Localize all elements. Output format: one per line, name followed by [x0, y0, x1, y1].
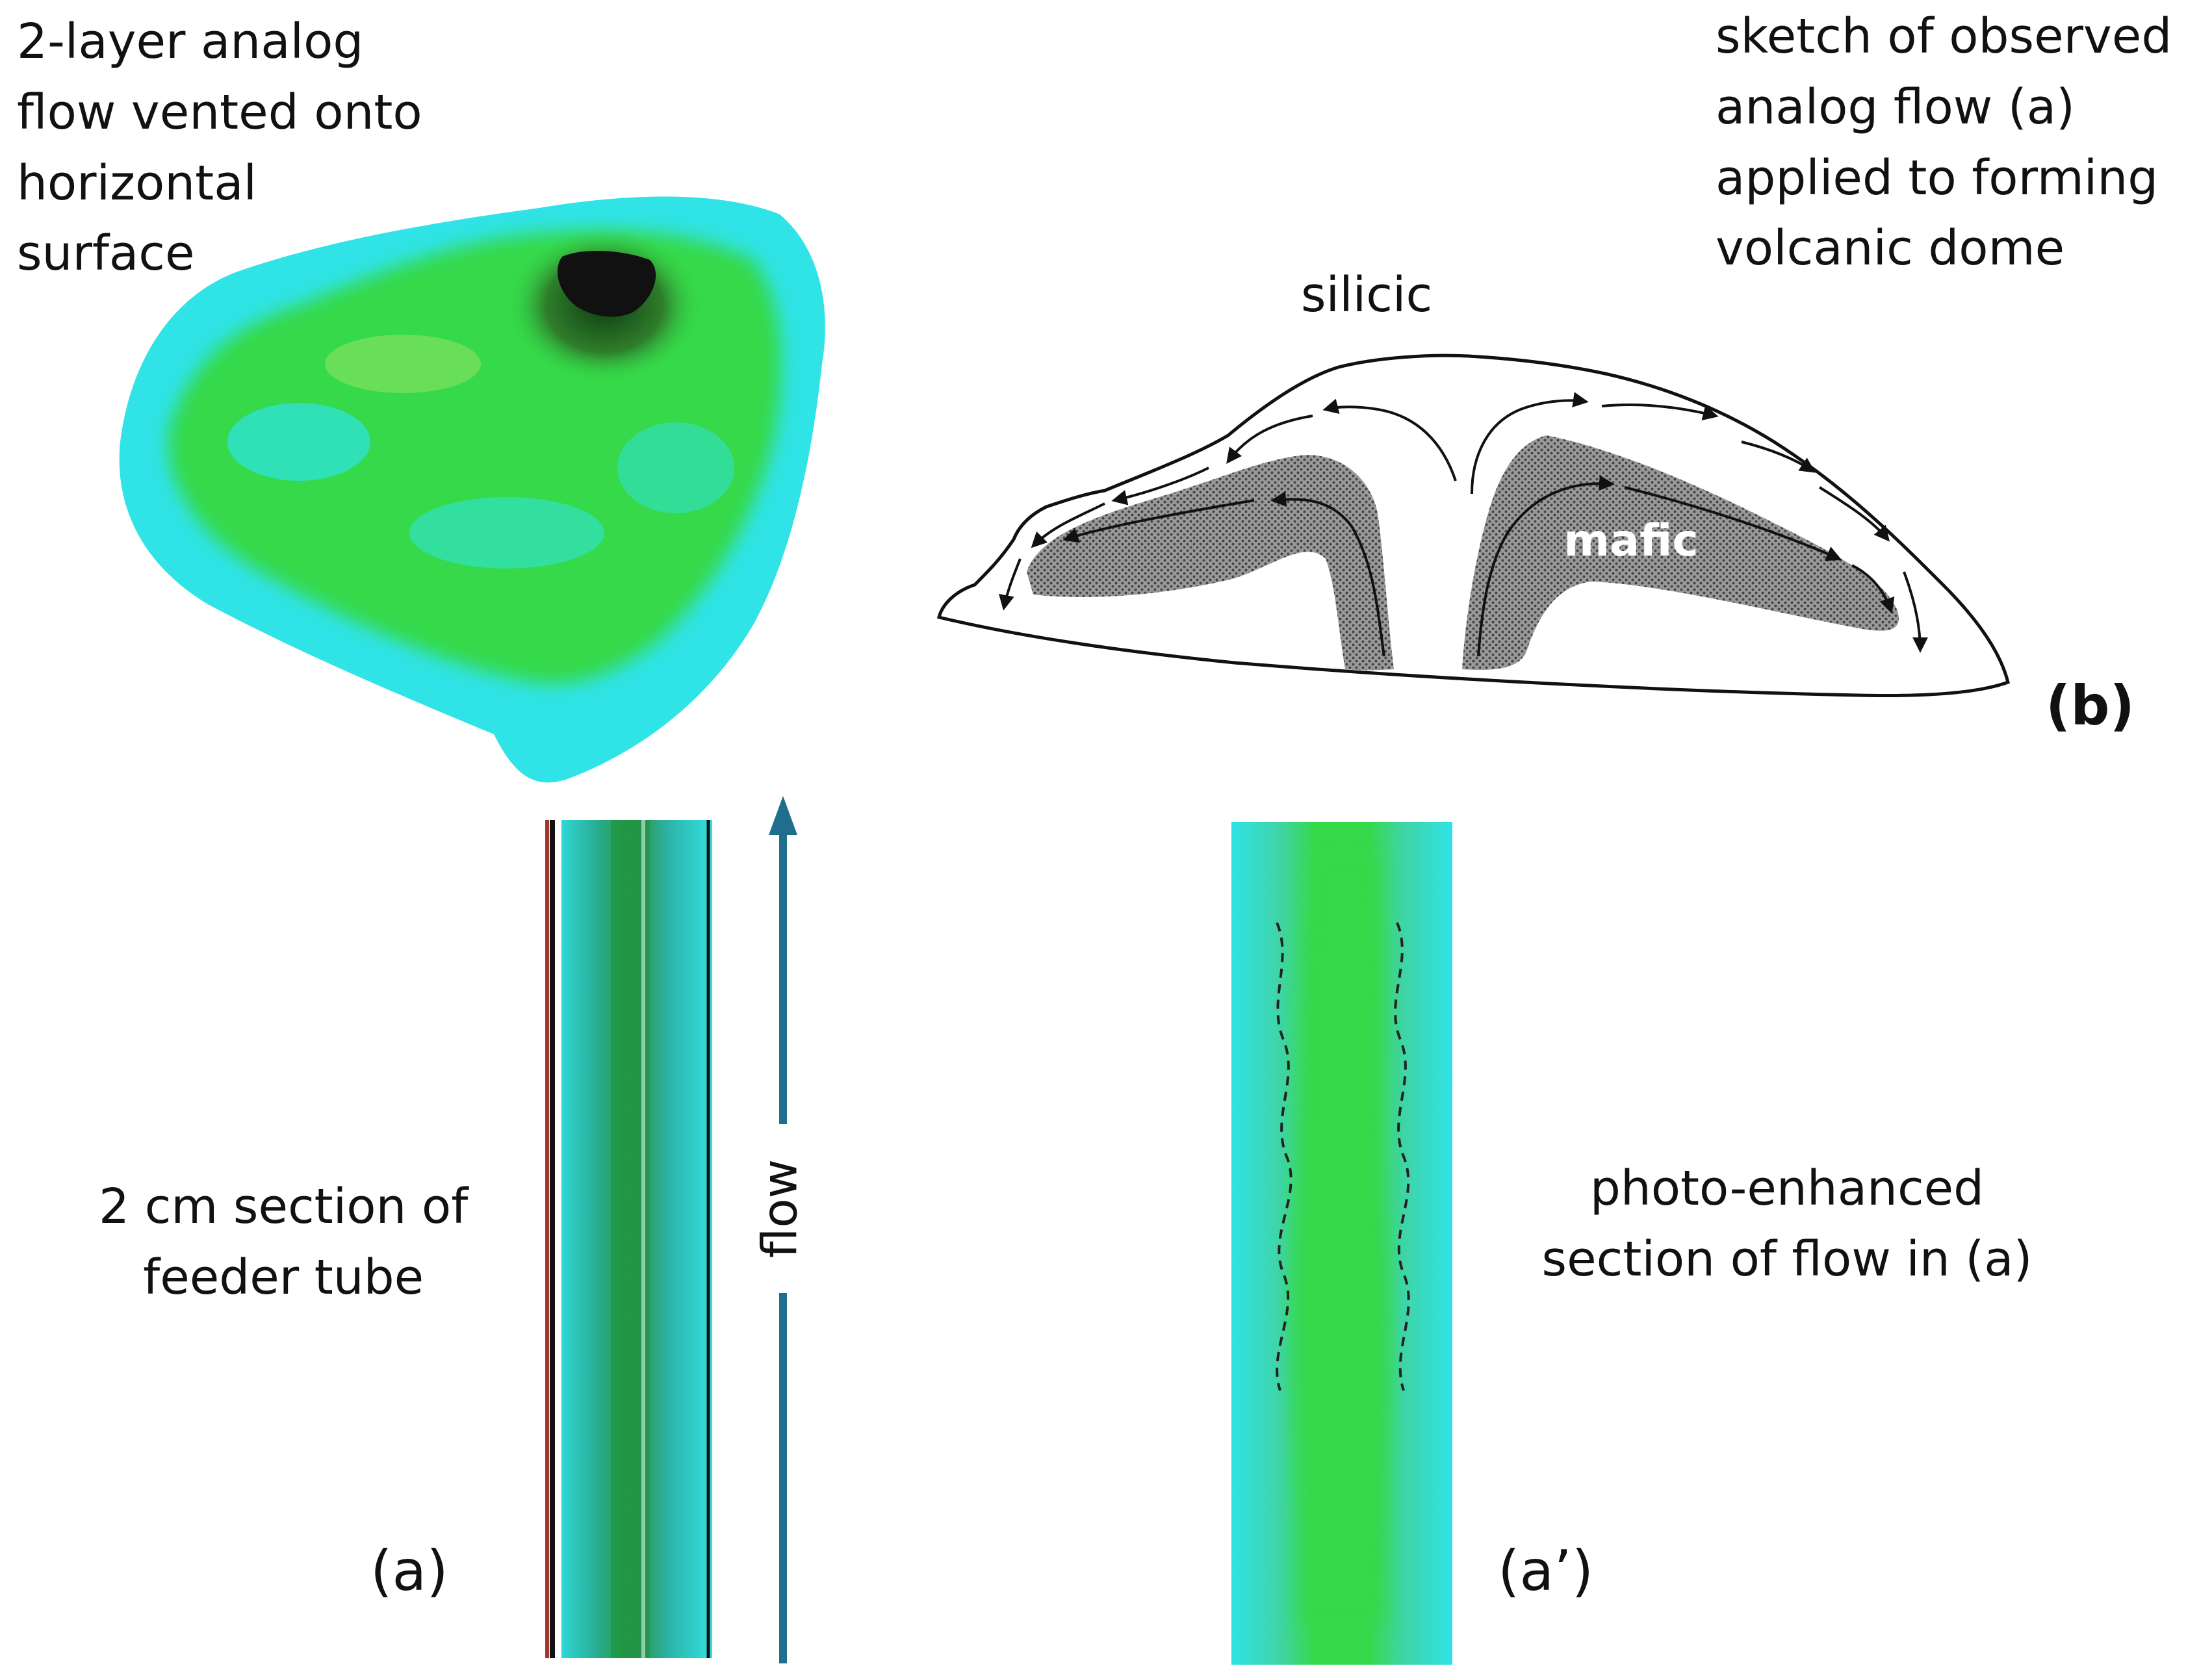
arrow: [1818, 486, 1890, 542]
panel-b-label: (b): [2046, 674, 2135, 737]
cyan-patch: [617, 422, 734, 513]
arrow: [1322, 398, 1457, 481]
arrow: [1741, 441, 1816, 473]
arrow: [1471, 392, 1589, 494]
arrow: [1624, 486, 1842, 561]
dashed-boundary-right: [1394, 922, 1410, 1391]
dome-outline: [936, 353, 2010, 697]
vent-opening: [557, 250, 656, 317]
arrow: [1062, 499, 1255, 543]
arrow: [1226, 415, 1313, 464]
left-mafic-lobe: [1027, 455, 1394, 671]
silicic-label: silicic: [1301, 267, 1433, 323]
panel-a-prime-label: (a’): [1498, 1539, 1594, 1604]
arrow: [1111, 467, 1209, 506]
yellow-green-patch: [325, 335, 481, 393]
photo-enhanced-caption: photo-enhanced section of flow in (a): [1541, 1160, 2033, 1287]
top-left-caption: 2-layer analog flow vented onto horizont…: [17, 14, 422, 282]
arrow: [1031, 502, 1105, 548]
dome-sketch: mafic: [936, 353, 2010, 697]
mafic-label: mafic: [1563, 515, 1698, 567]
arrow: [1851, 564, 1895, 614]
cyan-patch: [227, 403, 370, 481]
feeder-tube-photo: [545, 820, 712, 1658]
arrow: [999, 558, 1022, 611]
feeder-tube-caption: 2 cm section of feeder tube: [99, 1179, 469, 1305]
flow-arrows: [999, 392, 1928, 657]
flow-arrow: flow: [752, 796, 808, 1663]
right-mafic-lobe: [1462, 435, 1899, 670]
arrow: [1477, 475, 1615, 657]
top-right-caption: sketch of observed analog flow (a) appli…: [1716, 8, 2172, 277]
arrow-head: [769, 796, 797, 835]
panel-a-label: (a): [370, 1539, 448, 1604]
arrow: [1903, 571, 1928, 653]
flow-label: flow: [752, 1159, 808, 1258]
enhanced-section-photo: [1231, 822, 1452, 1665]
dashed-boundary-left: [1276, 922, 1292, 1391]
arrow: [1270, 491, 1385, 657]
cyan-patch: [409, 497, 604, 569]
arrow: [1601, 404, 1719, 420]
analog-flow-photo: [119, 196, 825, 783]
